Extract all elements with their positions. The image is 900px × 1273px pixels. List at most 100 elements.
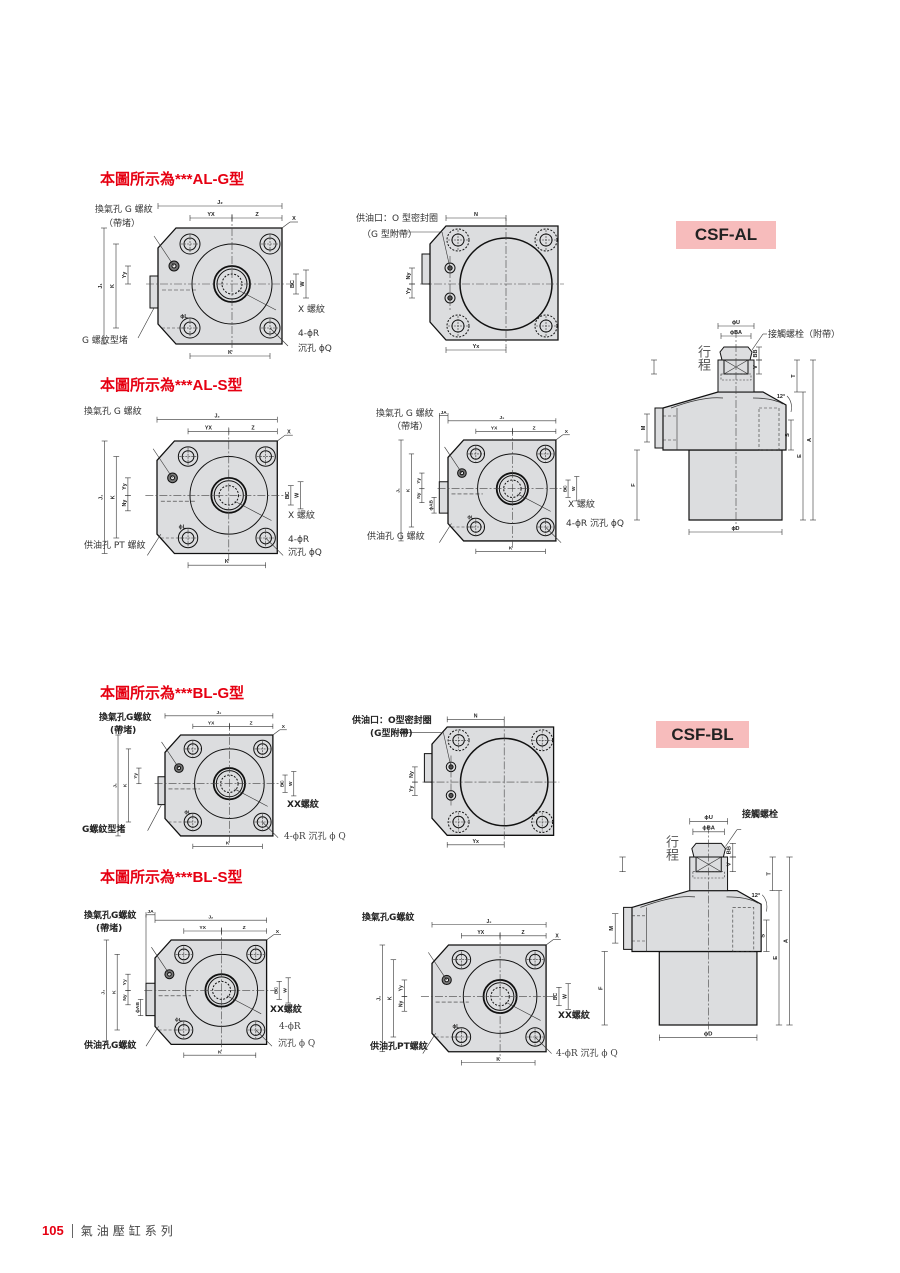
dimension-j1: J₁ [98,283,104,289]
dimension-ny: Ny [409,771,415,778]
dimension-w: W [571,486,577,491]
dimension-j2: J₂ [217,710,222,716]
dimension-bc: BC [285,491,291,499]
dimension-s: S [785,433,791,437]
dimension-k: K [111,990,117,994]
dimension-s: S [760,934,766,938]
dimension-yx: YX [491,426,498,432]
dimension-j2: J₂ [500,415,505,421]
dimension-x: X [555,934,559,940]
dimension-x: X [276,929,280,935]
dimension-yy: Yy [122,483,128,490]
dimension-k: K [388,996,394,1000]
dimension-z: Z [255,212,259,218]
dimension-phil: ϕL [180,314,188,320]
bl-s-title: 本圖所示為***BL-S型 [100,869,243,886]
mounting-hole [526,951,544,969]
dimension-v: V [727,862,733,866]
al-s-left-vent-label: 換氣孔 G 螺紋 [84,407,142,417]
dimension-yy: Yy [406,287,412,295]
al-s-left-thread-label: X 螺紋 [288,511,316,521]
dimension-n: N [474,212,478,218]
dimension-m: M [641,425,647,430]
dimension-angle: 12° [752,893,761,899]
dimension-n: N [474,714,478,720]
dimension-yx: YX [207,212,215,218]
dimension-e: E [773,956,779,960]
al-side-stroke-label: 行程 [695,345,710,371]
mounting-hole [537,445,554,462]
dimension-yy: Yy [416,478,422,484]
cylinder-barrel [659,952,757,1026]
supply-port-block [424,754,432,783]
dimension-ny: Ny [122,994,128,1001]
supply-port-block [422,254,430,284]
al-side-bolt-label: 接觸螺栓（附帶） [768,330,841,340]
dimension-a: A [807,438,813,442]
side-port [655,408,663,448]
mounting-hole [260,318,280,338]
dimension-phiab: ϕAB [135,1002,141,1013]
dimension-yx: YX [477,930,484,936]
al-g-thread-label: X 螺紋 [298,305,326,315]
al-g-title: 本圖所示為***AL-G型 [100,171,245,188]
clamp-body [632,891,761,952]
dimension-phid: ϕD [731,526,739,532]
flange-body [157,441,277,554]
al-g-counterbore-label: 沉孔 ϕQ [298,344,332,354]
dimension-yx: YX [208,721,215,727]
side-port [624,907,632,949]
dimension-t: T [791,374,797,378]
dimension-phiba: ϕBA [730,330,742,336]
dimension-j1: J₁ [395,488,401,493]
dimension-k: K [406,488,412,492]
mounting-hole [447,315,469,337]
mounting-hole [452,951,470,969]
mounting-hole [260,234,280,254]
mounting-hole [184,813,201,830]
bl-s-left-counterbore-label: 沉孔 ϕ Q [278,1039,316,1049]
dimension-phiu: ϕU [732,320,740,326]
dimension-yx: YX [205,425,213,431]
bl-g-title: 本圖所示為***BL-G型 [100,685,245,702]
dimension-yx: Yx [473,344,481,350]
al-s-left-supply-label: 供油孔 PT 螺紋 [84,541,146,551]
dimension-ny: Ny [416,492,422,498]
dimension-z: Z [522,930,525,936]
dimension-x: X [287,429,291,435]
bl-side-bolt-label: 接觸螺栓 [742,810,779,820]
dimension-yx: Yx [473,839,479,845]
mounting-hole [452,1028,470,1046]
mounting-hole [535,229,557,251]
dimension-z: Z [251,425,255,431]
dimension-j1: J₁ [112,783,118,788]
mounting-hole [178,447,197,466]
bl-s-right-thread-label: XX螺紋 [558,1011,590,1021]
dimension-yy: Yy [399,985,405,991]
plug-block [158,777,165,805]
dimension-z: Z [243,925,246,931]
bl-g-plug-label: G螺紋型堵 [82,825,126,835]
al-s-right-holes-label: 4-ϕR 沉孔 ϕQ [566,519,624,529]
footer-divider [71,1223,73,1238]
plug-block [150,276,158,308]
dimension-yy: Yy [133,773,139,779]
bl-g-supply-sub-label: (G型附帶) [370,729,413,739]
mounting-hole [535,315,557,337]
dimension-bc: BC [562,485,568,492]
dimension-phiab: ϕAB [428,499,434,510]
dimension-f: F [599,986,605,990]
bl-s-right-holes-label: 4-ϕR 沉孔 ϕ Q [556,1049,618,1059]
al-s-left-counterbore-label: 沉孔 ϕQ [288,548,322,558]
dimension-k: K [218,1049,222,1055]
contact-bolt [720,347,752,360]
al-s-left-holes-label: 4-ϕR [288,535,310,545]
al-g-vent-sub-label: （帶堵） [104,219,141,229]
model-tag-csf-al: CSF-AL [676,221,776,249]
dimension-bc: BC [273,986,279,994]
